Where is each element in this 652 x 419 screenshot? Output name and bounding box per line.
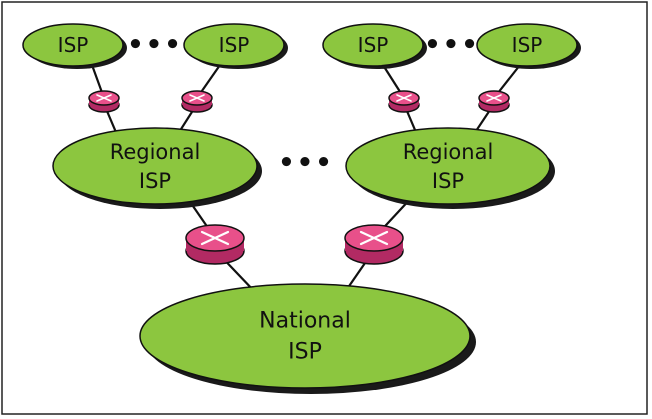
router-icon xyxy=(88,90,120,113)
regional-isp-left-line2: ISP xyxy=(139,169,171,193)
isp-node-2: ISP xyxy=(183,23,288,69)
router-icon xyxy=(181,90,213,113)
ellipsis-middle: ••• xyxy=(278,148,334,178)
regional-isp-right-line1: Regional xyxy=(403,140,494,164)
ellipsis-top-left: ••• xyxy=(127,30,183,60)
router-icon xyxy=(184,223,246,266)
isp-node-1-label: ISP xyxy=(58,33,89,57)
router-icon xyxy=(388,90,420,113)
isp-node-4-label: ISP xyxy=(512,33,543,57)
isp-node-2-label: ISP xyxy=(219,33,250,57)
router-icon xyxy=(478,90,510,113)
national-isp-line1: National xyxy=(259,309,351,334)
ellipsis-top-right: ••• xyxy=(424,30,480,60)
national-isp: National ISP xyxy=(139,283,476,394)
regional-isp-right-line2: ISP xyxy=(432,169,464,193)
router-icon xyxy=(343,223,405,266)
isp-node-1: ISP xyxy=(22,23,127,69)
regional-isp-left-line1: Regional xyxy=(110,140,201,164)
national-isp-line2: ISP xyxy=(288,340,322,365)
isp-node-3: ISP xyxy=(322,23,427,69)
regional-isp-left: Regional ISP xyxy=(52,127,262,209)
isp-node-3-label: ISP xyxy=(358,33,389,57)
isp-node-4: ISP xyxy=(476,23,581,69)
regional-isp-right: Regional ISP xyxy=(345,127,555,209)
